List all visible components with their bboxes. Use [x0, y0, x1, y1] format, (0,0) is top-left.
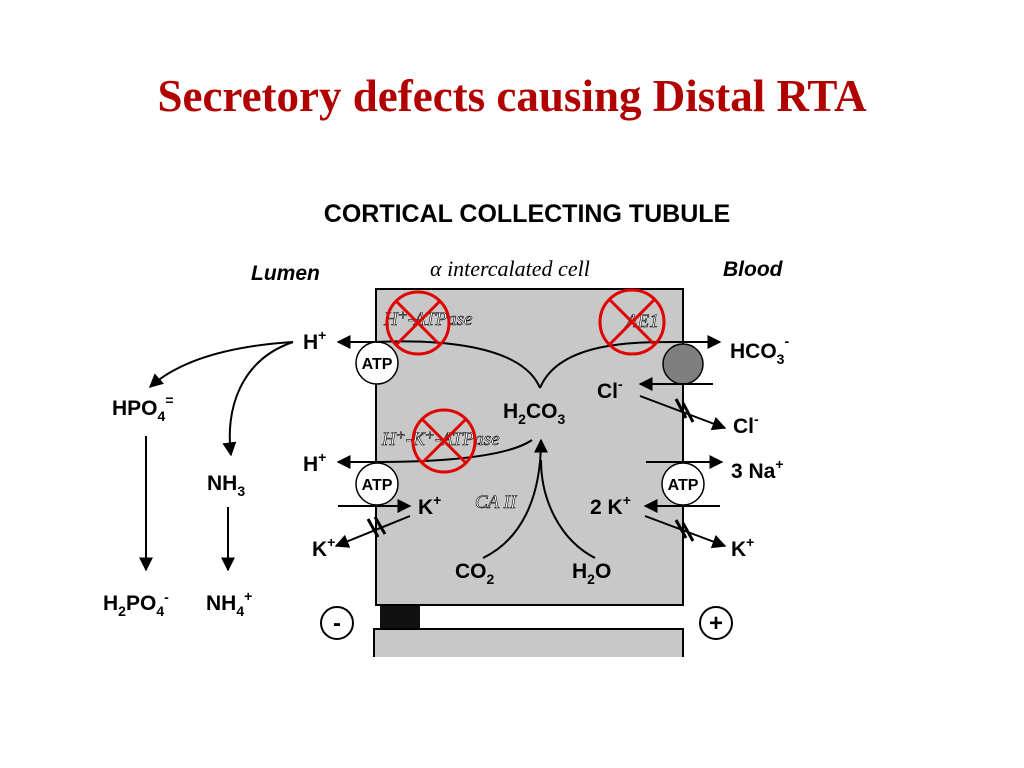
cell-type-label: α intercalated cell: [430, 256, 590, 281]
na3-text: 3 Na: [731, 460, 776, 483]
cl-cell-sup: -: [618, 376, 623, 392]
h2po4-sup: -: [164, 589, 169, 605]
k-blood-channel-arrow: [644, 515, 727, 549]
co2-sub: 2: [487, 571, 495, 587]
co2-text: CO: [455, 560, 487, 583]
nh4-label: NH4+: [206, 588, 252, 619]
lumen-label: Lumen: [251, 262, 320, 285]
nh4-sup: +: [244, 588, 252, 604]
hpo4-sup: =: [165, 392, 173, 408]
k-blood-label: K+: [731, 534, 754, 561]
h2po4-label: H2PO4-: [103, 589, 169, 619]
hco3-sup: -: [784, 333, 789, 349]
h2co3-to-hco3-curve: [539, 340, 683, 389]
h2co3-sub2: 3: [557, 411, 565, 427]
k-lumen-sup: +: [327, 534, 335, 550]
co2-curve: [482, 438, 548, 559]
neighbour-cell: [373, 628, 684, 660]
cl-blood-sup: -: [754, 411, 759, 427]
nh4-sub: 4: [236, 603, 244, 619]
h-to-nh3-curve: [222, 341, 294, 457]
cl-cell-text: Cl: [597, 380, 618, 403]
hpo4-label: HPO4=: [112, 392, 174, 424]
cell-type-text: intercalated cell: [442, 256, 590, 281]
hco3-sub: 3: [777, 351, 785, 367]
positive-pole-label: +: [709, 610, 723, 637]
negative-pole-label: -: [333, 610, 341, 637]
h2po4-sub2: 4: [156, 603, 164, 619]
k-blood-text: K: [731, 538, 746, 561]
h2po4-h: H: [103, 592, 118, 615]
h2o-o: O: [595, 560, 611, 583]
hpo4-sub: 4: [158, 408, 166, 424]
h2co3-sub1: 2: [518, 411, 526, 427]
h2po4-sub1: 2: [118, 603, 126, 619]
defect-cross-h-atpase-icon: [385, 290, 451, 356]
co2-label: CO2: [455, 560, 495, 587]
atp-label-lumen-lower: ATP: [362, 477, 393, 494]
h2co3-label: H2CO3: [503, 400, 565, 427]
h2o-sub: 2: [587, 571, 595, 587]
h-lumen-top-label: H+: [303, 327, 326, 354]
cl-blood-label: Cl-: [733, 411, 759, 438]
k2-text: 2 K: [590, 496, 623, 519]
na3-sup: +: [775, 456, 783, 472]
cl-cell-label: Cl-: [597, 376, 623, 403]
hk-atpase-label: H⁺-K⁺-ATPase: [381, 429, 500, 450]
h2po4-mid: PO: [126, 592, 156, 615]
defect-cross-hk-atpase-icon: [411, 408, 477, 474]
hpo4-text: HPO: [112, 397, 158, 420]
defect-cross-ae1-icon: [598, 288, 666, 356]
h-lumen-lower-label: H+: [303, 449, 326, 476]
hco3-label: HCO3 -: [730, 333, 789, 367]
nh3-label: NH3: [207, 472, 245, 499]
h-to-hpo4-curve: [148, 341, 294, 388]
na3-label: 3 Na+: [731, 456, 784, 483]
h-lower-sup: +: [318, 449, 326, 465]
h-top-text: H: [303, 331, 318, 354]
ca2-label: CA II: [475, 492, 518, 513]
h2co3-mid: CO: [526, 400, 558, 423]
hk-curve: [376, 439, 533, 463]
h2o-h: H: [572, 560, 587, 583]
k-cell-left-text: K: [418, 496, 433, 519]
slide-title: Secretory defects causing Distal RTA: [157, 71, 867, 121]
atp-label-top: ATP: [362, 356, 393, 373]
h-lower-text: H: [303, 453, 318, 476]
nh4-text: NH: [206, 592, 236, 615]
k2-label: 2 K+: [590, 492, 631, 519]
alpha-symbol: α: [430, 256, 442, 281]
positive-pole-icon: [699, 606, 733, 640]
h2o-label: H2O: [572, 560, 611, 587]
negative-pole-icon: [320, 606, 354, 640]
k-lumen-label: K+: [312, 534, 335, 561]
blood-label: Blood: [723, 258, 784, 281]
atp-label-blood: ATP: [668, 477, 699, 494]
k2-sup: +: [623, 492, 631, 508]
nh3-text: NH: [207, 472, 237, 495]
h-top-sup: +: [318, 327, 326, 343]
diagram-heading: CORTICAL COLLECTING TUBULE: [324, 200, 730, 228]
tight-junction: [380, 606, 420, 630]
ae1-exchanger: [662, 343, 704, 385]
ae1-label: AE1: [624, 311, 659, 332]
h2co3-h: H: [503, 400, 518, 423]
k-cell-left-sup: +: [433, 492, 441, 508]
hco3-text: HCO: [730, 340, 777, 363]
k-cell-label-left: K+: [418, 492, 441, 519]
h2o-curve: [540, 459, 596, 559]
k-lumen-text: K: [312, 538, 327, 561]
cl-blood-text: Cl: [733, 415, 754, 438]
nh3-sub: 3: [237, 483, 245, 499]
k-blood-sup: +: [746, 534, 754, 550]
